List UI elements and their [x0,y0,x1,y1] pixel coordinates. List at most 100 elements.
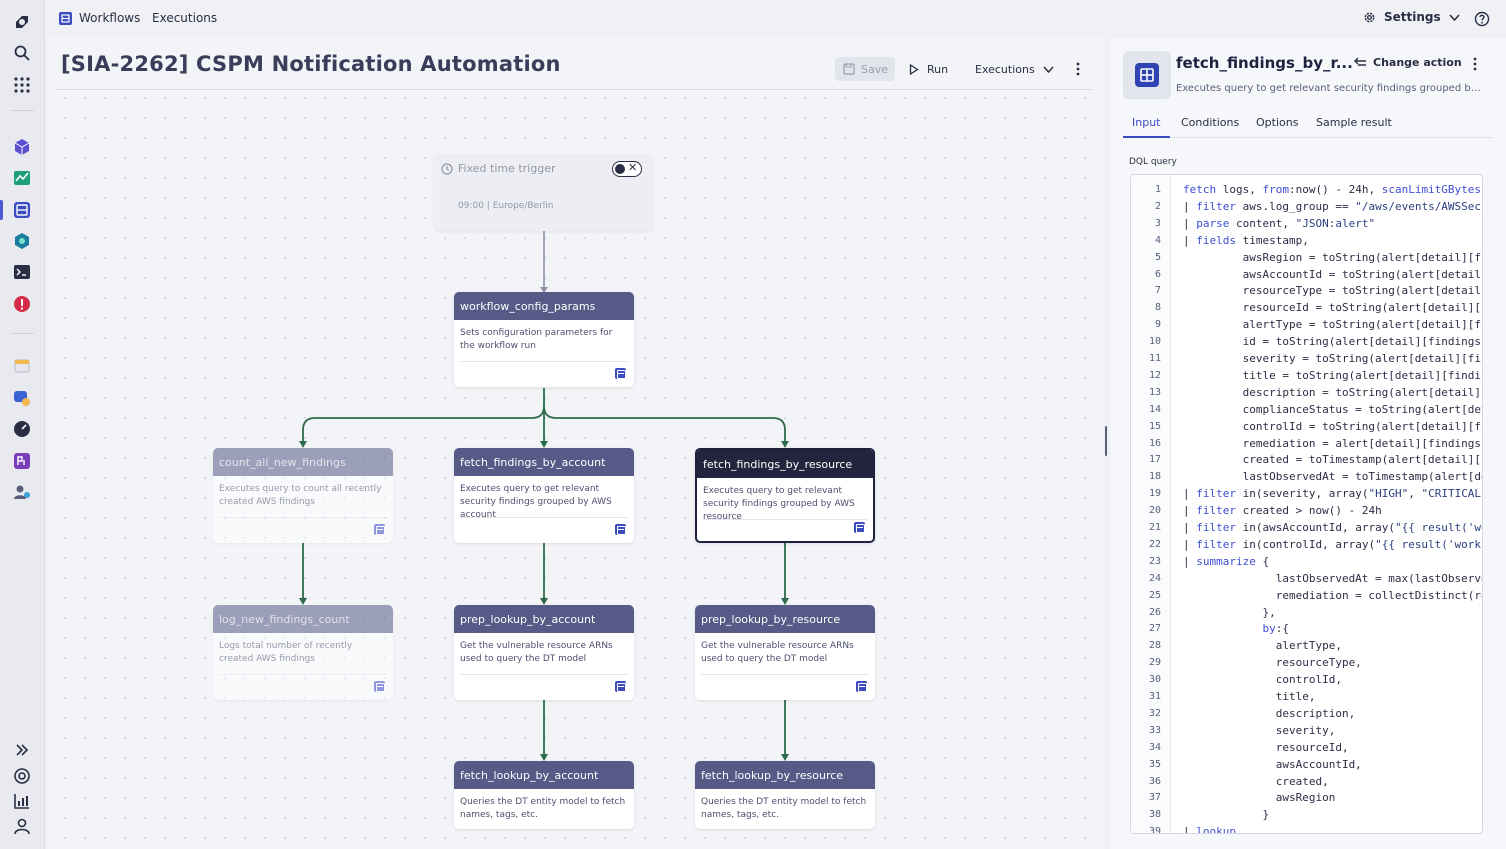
gauge-app-icon[interactable] [12,419,32,439]
line-number: 11 [1148,353,1161,364]
tab-options[interactable]: Options [1256,116,1299,129]
code-text: | parse content, "JSON:alert" [1183,216,1376,230]
tab-input[interactable]: Input [1132,116,1161,129]
support-icon[interactable] [12,766,32,786]
node-divider [701,674,869,675]
run-button[interactable]: Run [909,57,948,81]
save-icon [843,63,855,75]
trigger-toggle[interactable]: ✕ [612,161,642,177]
apps-grid-icon[interactable] [12,75,32,95]
help-icon[interactable] [1474,11,1490,27]
node-fetch-findings-by-resource[interactable]: fetch_findings_by_resource Executes quer… [695,448,875,543]
node-count-all-new-findings[interactable]: count_all_new_findings Executes query to… [213,448,393,543]
top-bar: Workflows Executions Settings [45,0,1506,38]
line-number: 24 [1148,572,1161,584]
line-number: 22 [1148,538,1161,550]
hexagon-app-icon[interactable] [12,231,32,251]
code-text: complianceStatus = toString(alert[det [1183,402,1483,416]
user-profile-icon[interactable] [12,816,32,836]
node-description: Get the vulnerable resource ARNs used to… [701,641,854,664]
line-number: 3 [1154,217,1161,229]
workflow-action-icon [615,368,626,379]
kebab-menu-icon[interactable] [1470,56,1480,72]
workflow-action-icon [374,524,385,535]
node-description: Executes query to get relevant security … [703,486,855,522]
line-number: 6 [1154,268,1161,280]
user-settings-app-icon[interactable] [12,482,32,502]
line-number: 28 [1148,640,1161,652]
code-text: awsAccountId = toString(alert[detail] [1183,267,1483,281]
analytics-icon[interactable] [12,791,32,811]
code-text: | filter in(awsAccountId, array("{{ resu… [1183,521,1483,534]
dynatrace-logo-icon[interactable] [12,12,32,32]
line-number: 13 [1148,386,1161,398]
line-number-gutter [1131,175,1171,833]
code-text: lastObservedAt = max(lastObserve [1183,571,1483,585]
code-text: | filter in(controlId, array("{{ result(… [1183,537,1483,551]
fixed-time-trigger[interactable]: Fixed time trigger ✕ 09:00 | Europe/Berl… [434,154,653,231]
settings-label: Settings [1384,10,1441,24]
search-icon[interactable] [12,43,32,63]
code-text: alertType, [1183,639,1342,653]
executions-dropdown[interactable]: Executions [975,57,1054,81]
code-text: lastObservedAt = toTimestamp(alert[de [1183,470,1483,484]
line-number: 36 [1148,775,1161,787]
line-number: 18 [1148,471,1161,483]
line-number: 8 [1154,302,1161,314]
notebook-app-icon[interactable] [12,356,32,376]
panel-resize-handle[interactable] [1105,426,1107,456]
code-text: title = toString(alert[detail][findin [1183,368,1483,382]
workflows-app-icon[interactable] [12,200,32,220]
node-fetch-lookup-by-resource[interactable]: fetch_lookup_by_resource Queries the DT … [695,761,875,829]
more-options-button[interactable] [1071,60,1085,78]
node-divider [460,361,628,362]
alert-app-icon[interactable] [12,294,32,314]
line-number: 9 [1154,319,1161,331]
settings-menu[interactable]: Settings [1363,10,1460,24]
expand-rail-icon[interactable] [12,740,32,760]
action-title[interactable]: fetch_findings_by_r... [1176,54,1353,72]
nav-executions[interactable]: Executions [152,11,218,25]
tab-sample-result[interactable]: Sample result [1316,116,1392,129]
code-text: awsRegion [1183,791,1336,805]
purple-app-icon[interactable] [12,451,32,471]
workflow-title[interactable]: [SIA-2262] CSPM Notification Automation [61,52,561,76]
change-action-button[interactable]: Change action [1354,56,1462,69]
chat-app-icon[interactable] [12,388,32,408]
clock-icon [441,163,453,175]
node-prep-lookup-by-account[interactable]: prep_lookup_by_account Get the vulnerabl… [454,605,634,700]
nav-workflows[interactable]: Workflows [79,11,141,25]
line-number: 37 [1148,792,1161,804]
node-fetch-lookup-by-account[interactable]: fetch_lookup_by_account Queries the DT e… [454,761,634,829]
code-text: }, [1183,605,1276,619]
node-description: Executes query to count all recently cre… [219,484,382,507]
line-number: 19 [1148,488,1161,500]
action-details-panel: fetch_findings_by_r... Change action Exe… [1110,38,1506,849]
code-text: created, [1183,774,1329,788]
code-text: | lookup [1183,825,1236,834]
line-number: 17 [1148,454,1161,466]
line-number: 7 [1154,285,1161,297]
save-button[interactable]: Save [835,57,895,81]
line-number: 34 [1148,741,1161,753]
dashboard-app-icon[interactable] [12,168,32,188]
cube-app-icon[interactable] [12,137,32,157]
node-fetch-findings-by-account[interactable]: fetch_findings_by_account Executes query… [454,448,634,543]
line-number: 32 [1148,707,1161,719]
node-workflow-config-params[interactable]: workflow_config_params Sets configuratio… [454,292,634,387]
tab-conditions[interactable]: Conditions [1181,116,1240,129]
play-icon [909,63,919,75]
node-prep-lookup-by-resource[interactable]: prep_lookup_by_resource Get the vulnerab… [695,605,875,700]
code-text: controlId, [1183,673,1342,687]
chevron-down-icon [1043,65,1054,73]
action-type-icon [1123,51,1171,99]
workflow-canvas[interactable]: [SIA-2262] CSPM Notification Automation … [47,38,1104,849]
terminal-app-icon[interactable] [12,262,32,282]
node-title: fetch_findings_by_resource [697,450,873,478]
node-log-new-findings-count[interactable]: log_new_findings_count Logs total number… [213,605,393,700]
line-number: 31 [1148,691,1161,702]
line-number: 15 [1148,420,1161,432]
line-number: 10 [1148,336,1161,348]
node-title: prep_lookup_by_account [454,605,634,633]
